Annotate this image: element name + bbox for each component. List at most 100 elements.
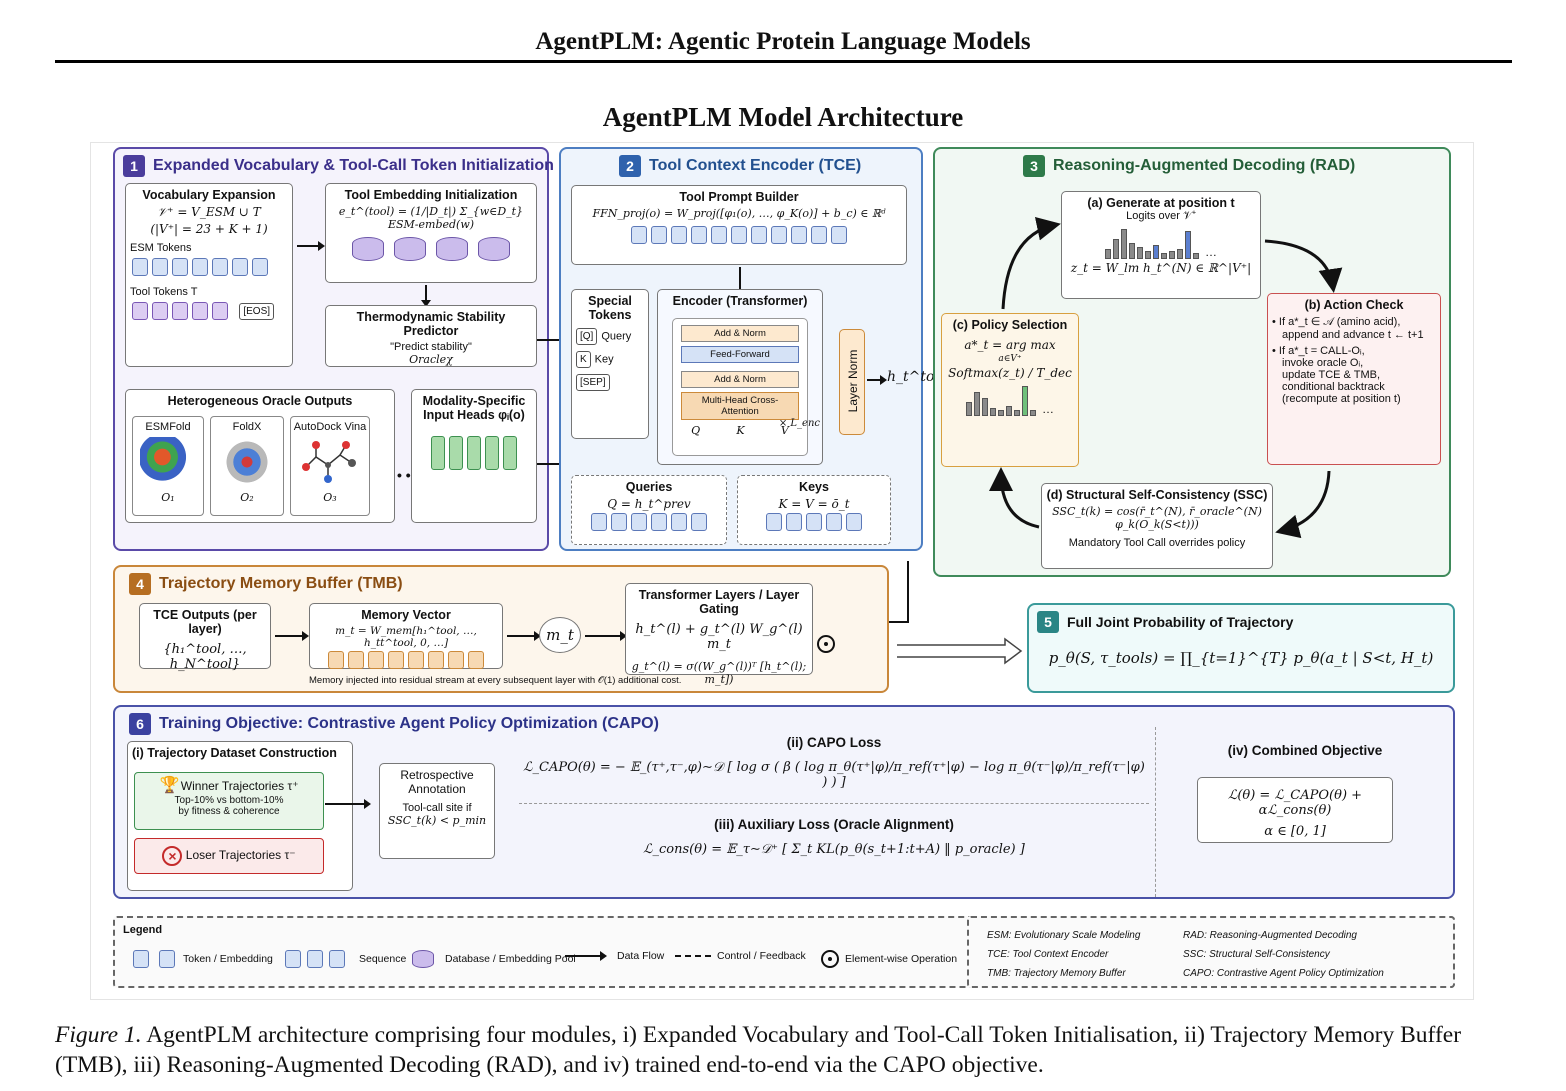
module-6-header: 6 Training Objective: Contrastive Agent … bbox=[129, 713, 659, 735]
winner-trajectories: 🏆 Winner Trajectories τ⁺ Top-10% vs bott… bbox=[134, 772, 324, 830]
legend-sequence: Sequence bbox=[285, 950, 406, 968]
tool-tokens-label: Tool Tokens T bbox=[130, 286, 198, 298]
legend: Legend Token / Embedding Sequence Databa… bbox=[113, 916, 1455, 988]
legend-database: Database / Embedding Pool bbox=[407, 950, 576, 968]
vocab-eq2: (|V⁺| = 23 + K + 1) bbox=[150, 222, 268, 236]
enc-add-norm-2: Add & Norm bbox=[681, 371, 799, 388]
vocab-expansion-box: Vocabulary Expansion 𝒱⁺ = V_ESM ∪ T (|V⁺… bbox=[125, 183, 293, 367]
memory-token-row bbox=[314, 651, 498, 669]
module-4-header: 4 Trajectory Memory Buffer (TMB) bbox=[129, 573, 403, 595]
legend-title: Legend bbox=[123, 924, 163, 936]
arrow-tce-memory bbox=[275, 631, 309, 641]
module-5-number: 5 bbox=[1037, 611, 1059, 633]
vocab-title: Vocabulary Expansion bbox=[142, 188, 276, 202]
oracle-autodock: AutoDock Vina O₃ bbox=[290, 416, 370, 516]
enc-cross-attention: Multi-Head Cross-Attention bbox=[681, 392, 799, 420]
oracle-outputs-box: Heterogeneous Oracle Outputs ESMFold O₁ … bbox=[125, 389, 395, 523]
key-token-row bbox=[742, 513, 886, 531]
tool-embedding-box: Tool Embedding Initialization e_t^(tool)… bbox=[325, 183, 537, 283]
encoder-box: Encoder (Transformer) Add & Norm Feed-Fo… bbox=[657, 289, 823, 465]
arrow-to-retro bbox=[325, 799, 371, 809]
module-3-rad: 3 Reasoning-Augmented Decoding (RAD) (a)… bbox=[933, 147, 1451, 577]
prompt-title: Tool Prompt Builder bbox=[679, 190, 799, 204]
trophy-icon: 🏆 bbox=[159, 777, 180, 794]
prompt-token-row bbox=[576, 226, 902, 244]
special-token-query: [Q]Query bbox=[576, 328, 644, 345]
layer-norm-box: Layer Norm bbox=[839, 329, 865, 435]
rad-ssc-box: (d) Structural Self-Consistency (SSC) SS… bbox=[1041, 483, 1273, 569]
rad-generate-box: (a) Generate at position t Logits over 𝒱… bbox=[1061, 191, 1261, 299]
thermo-title: Thermodynamic Stability Predictor bbox=[356, 310, 506, 338]
elementwise-op-icon bbox=[817, 635, 835, 653]
molecule-icon bbox=[302, 441, 356, 483]
enc-add-norm-1: Add & Norm bbox=[681, 325, 799, 342]
close-circle-icon: × bbox=[162, 845, 183, 866]
legend-data-flow: Data Flow bbox=[565, 950, 664, 962]
module-1-header: 1 Expanded Vocabulary & Tool-Call Token … bbox=[123, 155, 554, 177]
module-4-title: Trajectory Memory Buffer (TMB) bbox=[159, 575, 403, 592]
logit-histogram: … bbox=[1066, 225, 1256, 259]
header-rule bbox=[55, 60, 1512, 63]
combined-objective-section: (iv) Combined Objective bbox=[1227, 743, 1383, 758]
oracle-foldx: FoldX O₂ bbox=[210, 416, 284, 516]
arrow-layernorm-output bbox=[867, 375, 887, 385]
legend-elementwise: Element-wise Operation bbox=[821, 950, 957, 968]
module-4-tmb: 4 Trajectory Memory Buffer (TMB) TCE Out… bbox=[113, 565, 889, 693]
thermo-line1: "Predict stability" bbox=[390, 341, 472, 353]
arrow-tmb-right bbox=[889, 621, 909, 623]
connector-thermo-tce bbox=[537, 339, 559, 341]
arrow-prompt-encoder bbox=[739, 267, 741, 289]
head-bars bbox=[416, 436, 532, 470]
caption-label: Figure 1. bbox=[55, 1022, 142, 1048]
policy-histogram: … bbox=[946, 382, 1074, 416]
module-2-title: Tool Context Encoder (TCE) bbox=[649, 157, 862, 174]
oracle-esmfold: ESMFold O₁ bbox=[132, 416, 204, 516]
joint-probability-eq: p_θ(S, τ_tools) = ∏_{t=1}^{T} p_θ(a_t | … bbox=[1048, 649, 1434, 667]
figure-title: AgentPLM Model Architecture bbox=[602, 102, 964, 132]
caption-text: AgentPLM architecture comprising four mo… bbox=[55, 1022, 1462, 1078]
aux-loss-section: (iii) Auxiliary Loss (Oracle Alignment) … bbox=[643, 817, 1025, 857]
arrow-vocab-to-emb bbox=[297, 241, 325, 251]
retrospective-annotation-box: Retrospective Annotation Tool-call site … bbox=[379, 763, 495, 859]
tool-emb-title: Tool Embedding Initialization bbox=[344, 188, 518, 202]
module-3-title: Reasoning-Augmented Decoding (RAD) bbox=[1053, 157, 1356, 174]
abbreviations-panel: ESM: Evolutionary Scale Modeling TCE: To… bbox=[967, 916, 1455, 988]
tce-outputs-box: TCE Outputs (per layer) {h₁^tool, …, h_N… bbox=[139, 603, 271, 672]
module-1-title: Expanded Vocabulary & Tool-Call Token In… bbox=[153, 157, 554, 174]
module-5-title: Full Joint Probability of Trajectory bbox=[1067, 614, 1294, 630]
encoder-repeat: × L_enc bbox=[778, 418, 820, 429]
dataset-construction-box: (i) Trajectory Dataset Construction 🏆 Wi… bbox=[127, 741, 353, 891]
prompt-eq: FFN_proj(o) = W_proj([φ₁(o), …, φ_K(o)] … bbox=[592, 207, 886, 220]
legend-token: Token / Embedding bbox=[131, 950, 273, 968]
enc-feed-forward: Feed-Forward bbox=[681, 346, 799, 363]
module-2-number: 2 bbox=[619, 155, 641, 177]
tool-emb-eq: e_t^(tool) = (1/|D_t|) Σ_{w∈D_t} ESM-emb… bbox=[338, 205, 524, 231]
module-3-number: 3 bbox=[1023, 155, 1045, 177]
esm-token-row bbox=[130, 258, 288, 276]
running-head: AgentPLM: Agentic Protein Language Model… bbox=[535, 28, 1031, 55]
tool-prompt-box: Tool Prompt Builder FFN_proj(o) = W_proj… bbox=[571, 185, 907, 265]
query-token-row bbox=[576, 513, 722, 531]
heads-title2: Input Heads φᵢ(o) bbox=[423, 408, 525, 422]
loss-divider bbox=[519, 803, 1149, 804]
architecture-figure: 1 Expanded Vocabulary & Tool-Call Token … bbox=[90, 142, 1474, 1000]
module-6-number: 6 bbox=[129, 713, 151, 735]
legend-control-feedback: Control / Feedback bbox=[675, 950, 806, 962]
module-5-header: 5 Full Joint Probability of Trajectory bbox=[1037, 611, 1293, 633]
tool-token-row: [EOS] bbox=[130, 302, 288, 320]
rad-action-check-box: (b) Action Check • If a*_t ∈ 𝒜 (amino ac… bbox=[1267, 293, 1441, 465]
encoder-stack: Add & Norm Feed-Forward Add & Norm Multi… bbox=[672, 318, 808, 456]
embedding-pool bbox=[330, 237, 532, 264]
memory-vector-box: Memory Vector m_t = W_mem[h₁^tool, …, h_… bbox=[309, 603, 503, 669]
module-6-title: Training Objective: Contrastive Agent Po… bbox=[159, 715, 659, 732]
thermo-predictor-box: Thermodynamic Stability Predictor "Predi… bbox=[325, 305, 537, 367]
module-1-number: 1 bbox=[123, 155, 145, 177]
input-heads-box: Modality-Specific Input Heads φᵢ(o) bbox=[411, 389, 537, 523]
thermo-line2: Oracleχ bbox=[409, 353, 453, 366]
module-5-joint-probability: 5 Full Joint Probability of Trajectory p… bbox=[1027, 603, 1455, 693]
surface-structure-icon bbox=[219, 437, 275, 487]
eos-token: [EOS] bbox=[239, 302, 275, 320]
arrow-mt-gating bbox=[585, 631, 627, 641]
encoder-title: Encoder (Transformer) bbox=[672, 294, 808, 308]
